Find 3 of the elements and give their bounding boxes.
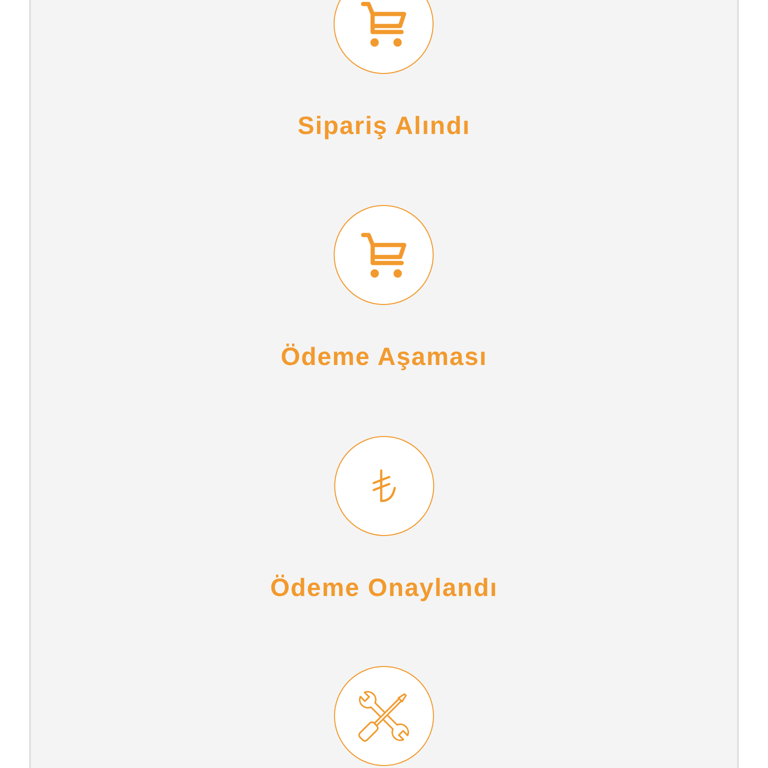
step-label: Ödeme Onaylandı [270,573,498,603]
step-label: Sipariş Alındı [298,111,470,141]
step-label: Ödeme Aşaması [280,342,488,372]
